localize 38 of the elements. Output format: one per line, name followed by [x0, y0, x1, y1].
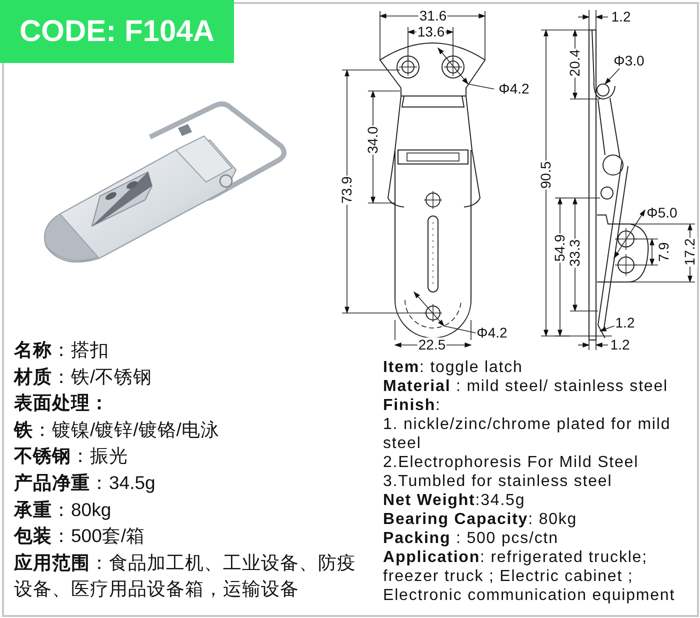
dimension-label: 54.9 [552, 233, 568, 263]
dimension-label: 22.5 [417, 338, 447, 352]
spec-line: 产品净重：34.5g [14, 470, 156, 495]
dimension-label: 13.6 [416, 24, 446, 40]
dimension-label: 1.2 [610, 10, 632, 24]
spec-line: Material : mild steel/ stainless steel [383, 377, 669, 396]
dimension-label: 33.3 [568, 238, 582, 268]
dimension-label: 1.2 [609, 338, 631, 352]
dimension-label: 17.2 [682, 237, 698, 267]
spec-line: 包装：500套/箱 [14, 524, 146, 548]
dimension-label: 73.9 [340, 175, 354, 205]
spec-line: Item: toggle latch [383, 358, 524, 377]
spec-line: 3.Tumbled for stainless steel [383, 472, 614, 491]
spec-line: 承重：80kg [14, 498, 112, 522]
spec-line: 不锈钢：振光 [14, 444, 129, 468]
spec-line: 名称：搭扣 [14, 338, 110, 362]
code-banner: CODE: F104A [0, 0, 234, 63]
dimension-label: Φ4.2 [476, 326, 508, 340]
dimension-label: 20.4 [568, 48, 582, 78]
spec-line: Finish: [383, 396, 442, 415]
dimension-label: 7.9 [656, 241, 672, 263]
spec-line: 2.Electrophoresis For Mild Steel [383, 453, 640, 472]
spec-line: 铁：镀镍/镀锌/镀铬/电泳 [14, 418, 220, 442]
spec-line: Packing : 500 pcs/ctn [383, 529, 560, 548]
spec-line: 表面处理： [14, 391, 110, 416]
spec-line: Bearing Capacity: 80kg [383, 510, 578, 529]
dimension-label: 90.5 [538, 160, 554, 190]
dimension-label: Φ3.0 [612, 54, 646, 68]
spec-line: Application: refrigerated truckle; freezer truck ; Electric cabinet ; Electronic communication equipment [383, 548, 676, 605]
spec-line: Net Weight:34.5g [383, 491, 526, 510]
spec-line: 应用范围：食品加工机、工业设备、防疫设备、医疗用品设备箱，运输设备 [14, 550, 357, 602]
dimension-label: Φ4.2 [498, 82, 530, 96]
dimension-label: 34.0 [366, 125, 380, 155]
spec-line: 1. nickle/zinc/chrome plated for mild steel [383, 415, 672, 453]
dimension-label: 1.2 [614, 316, 636, 330]
spec-line: 材质：铁/不锈钢 [14, 364, 154, 389]
dimension-label: 31.6 [418, 8, 448, 24]
dimension-label: Φ5.0 [646, 206, 678, 220]
